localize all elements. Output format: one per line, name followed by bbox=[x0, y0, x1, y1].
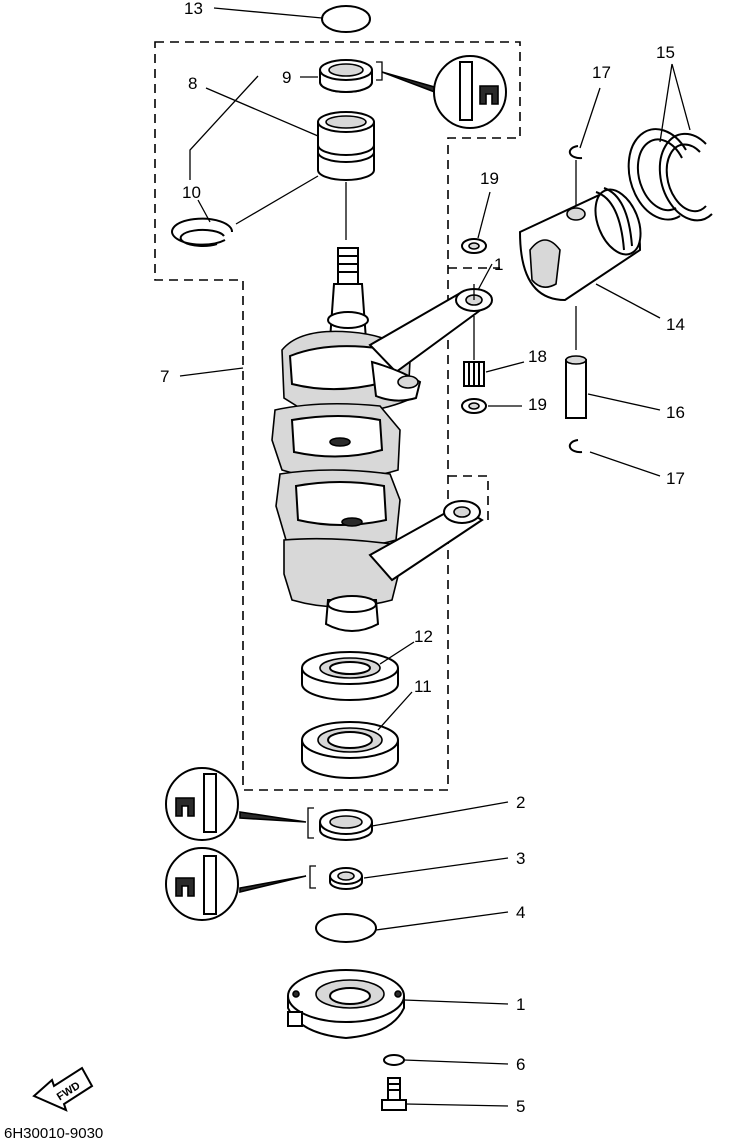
connecting-rod-assembly-boundary bbox=[448, 267, 500, 521]
piston-ring-15-a bbox=[627, 128, 687, 221]
callout-9: 9 bbox=[282, 68, 291, 87]
washer-6 bbox=[383, 1054, 405, 1066]
needle-bearing-18 bbox=[463, 361, 485, 387]
oil-seal-9 bbox=[319, 59, 373, 93]
oil-seal-3 bbox=[329, 867, 363, 890]
callout-16: 16 bbox=[666, 403, 685, 422]
bearing-8 bbox=[317, 111, 375, 181]
piston-pin-16 bbox=[565, 355, 587, 419]
callout-1-upper: 1 bbox=[494, 255, 503, 274]
callout-10: 10 bbox=[182, 183, 201, 202]
piston-ring-15-b bbox=[658, 132, 713, 222]
clip-17-upper bbox=[568, 145, 583, 160]
callout-14: 14 bbox=[666, 315, 685, 334]
callout-12: 12 bbox=[414, 627, 433, 646]
o-ring-13 bbox=[321, 5, 371, 33]
callout-17-lower: 17 bbox=[666, 469, 685, 488]
circlip-10 bbox=[171, 217, 234, 247]
bolt-5 bbox=[381, 1077, 407, 1111]
callout-7: 7 bbox=[160, 367, 169, 386]
bearing-11 bbox=[301, 721, 399, 779]
callout-5: 5 bbox=[516, 1097, 525, 1116]
callout-13: 13 bbox=[184, 0, 203, 18]
callout-18: 18 bbox=[528, 347, 547, 366]
callout-1-lower: 1 bbox=[516, 995, 525, 1014]
callout-17-upper: 17 bbox=[592, 63, 611, 82]
grease-applicator-icon bbox=[165, 847, 239, 921]
clip-17-lower bbox=[568, 439, 583, 454]
callout-15: 15 bbox=[656, 43, 675, 62]
grease-applicator-icon bbox=[433, 55, 507, 129]
callout-4: 4 bbox=[516, 903, 525, 922]
connecting-rod-lower bbox=[368, 500, 484, 582]
o-ring-4 bbox=[315, 913, 377, 943]
diagram-code: 6H30010-9030 bbox=[4, 1125, 103, 1142]
callout-3: 3 bbox=[516, 849, 525, 868]
oil-seal-2 bbox=[319, 809, 373, 841]
callout-19-upper: 19 bbox=[480, 169, 499, 188]
piston-14 bbox=[518, 187, 642, 302]
callout-6: 6 bbox=[516, 1055, 525, 1074]
fwd-arrow-icon: FWD bbox=[32, 1066, 94, 1112]
callout-11: 11 bbox=[414, 677, 432, 696]
oil-seal-housing-1 bbox=[287, 969, 405, 1040]
crankshaft-assembly-boundary bbox=[154, 41, 521, 791]
grease-applicator-icon bbox=[165, 767, 239, 841]
callout-8: 8 bbox=[188, 74, 197, 93]
callout-2: 2 bbox=[516, 793, 525, 812]
callout-19-lower: 19 bbox=[528, 395, 547, 414]
seal-12 bbox=[301, 651, 399, 701]
